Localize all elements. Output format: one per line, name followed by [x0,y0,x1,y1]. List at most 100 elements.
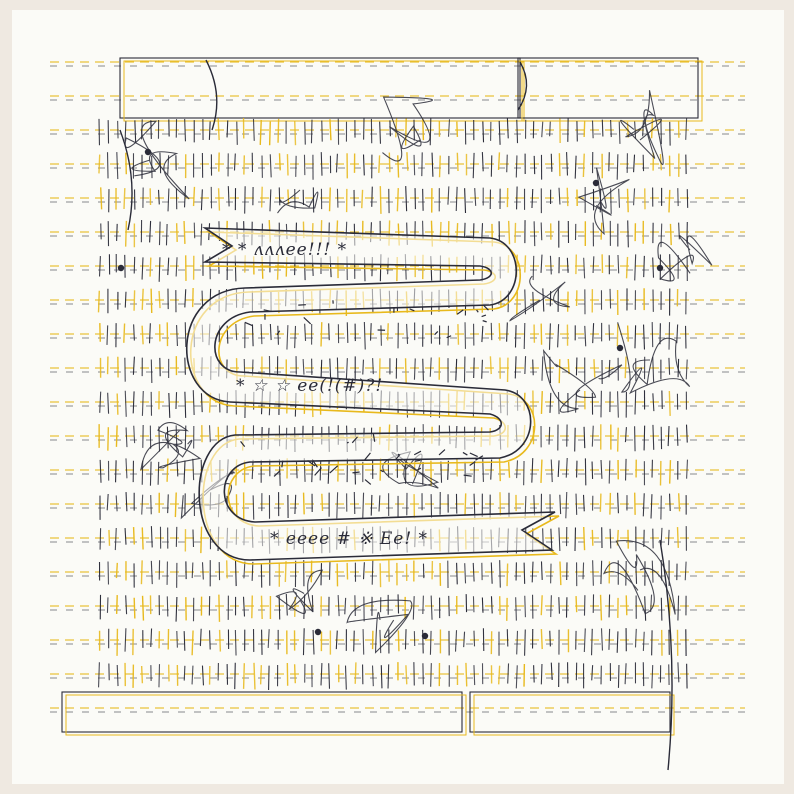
brick-outlines [61,57,703,736]
vertical-stitch [184,289,187,308]
vertical-stitch [150,560,153,585]
vertical-stitch [97,290,100,313]
vertical-stitch [430,663,432,687]
vertical-stitch [295,461,298,479]
vertical-stitch [608,359,611,378]
vertical-stitch [260,324,263,345]
vertical-stitch [406,152,409,171]
ribbon-mark [469,461,476,466]
vertical-stitch [455,186,458,212]
vertical-stitch [251,324,254,347]
vertical-stitch [176,325,178,347]
vertical-stitch [115,562,119,579]
vertical-stitch [507,663,510,684]
ribbon-scribbles [240,300,489,485]
vertical-stitch [601,119,604,137]
vertical-stitch [583,120,586,138]
vertical-stitch [541,356,544,381]
vertical-stitch [643,255,645,278]
vertical-stitch [405,186,408,212]
loose-thread [659,539,673,771]
ribbon-mark [263,309,272,313]
vertical-stitch [294,494,297,515]
vertical-stitch [440,461,443,483]
vertical-stitch [540,629,543,650]
vertical-stitch [593,359,596,378]
vertical-stitch [506,563,509,587]
brick [123,60,525,122]
vertical-stitch [618,121,621,144]
ribbon-mark [281,460,284,468]
vertical-stitch [548,323,551,350]
vertical-stitch [286,154,289,176]
vertical-stitch [558,527,561,552]
vertical-stitch [106,152,109,179]
ribbon-mark [364,479,372,485]
vertical-stitch [624,663,627,685]
vertical-stitch [608,594,611,618]
vertical-stitch [643,425,646,451]
vertical-stitch [387,664,390,689]
vertical-stitch [515,597,517,621]
vertical-stitch [650,494,653,519]
vertical-stitch [550,153,553,172]
vertical-stitch [320,359,323,378]
vertical-stitch [599,493,602,512]
vertical-stitch [482,121,485,143]
vertical-stitch [583,257,586,279]
vertical-stitch [252,495,255,520]
vertical-stitch [132,356,135,375]
vertical-stitch [515,155,518,178]
vertical-stitch [125,427,128,448]
vertical-stitch [626,188,629,213]
vertical-stitch [115,425,118,447]
vertical-stitch [200,189,203,211]
vertical-stitch [566,257,569,273]
vertical-stitch [125,595,128,615]
vertical-stitch [379,629,382,654]
vertical-stitch [234,630,237,656]
vertical-stitch [548,426,551,445]
vertical-stitch [192,458,195,481]
vertical-stitch [457,324,460,345]
vertical-stitch [498,323,501,341]
vertical-stitch [175,392,178,410]
thread-scribble [602,540,676,615]
vertical-stitch [516,186,518,210]
vertical-stitch [583,426,586,449]
vertical-stitch [124,291,127,308]
vertical-stitch [438,155,441,178]
vertical-stitch [115,595,118,614]
vertical-stitch [448,595,450,617]
vertical-stitch [660,597,663,621]
vertical-stitch [633,154,636,173]
vertical-stitch [201,665,205,686]
vertical-stitch [413,358,416,380]
vertical-stitch [287,189,290,205]
vertical-stitch [676,527,679,548]
vertical-stitch [184,118,187,142]
vertical-stitch [268,665,270,690]
vertical-stitch [378,495,381,512]
vertical-stitch [141,257,144,280]
vertical-stitch [456,152,459,172]
vertical-stitch [319,460,322,481]
vertical-stitch [158,664,161,688]
ribbon-mark [351,436,358,444]
vertical-stitch [531,561,534,583]
vertical-stitch [209,630,211,650]
brick [61,691,463,733]
vertical-stitch [463,631,466,648]
vertical-stitch [642,631,645,651]
vertical-stitch [591,665,594,681]
vertical-stitch [124,390,127,417]
vertical-stitch [667,529,670,546]
vertical-stitch [514,356,517,379]
vertical-stitch [540,222,543,241]
vertical-stitch [158,290,161,309]
vertical-stitch [574,155,577,179]
vertical-stitch [473,630,476,647]
vertical-stitch [617,254,620,274]
vertical-stitch [141,460,144,485]
vertical-stitch [310,119,313,144]
